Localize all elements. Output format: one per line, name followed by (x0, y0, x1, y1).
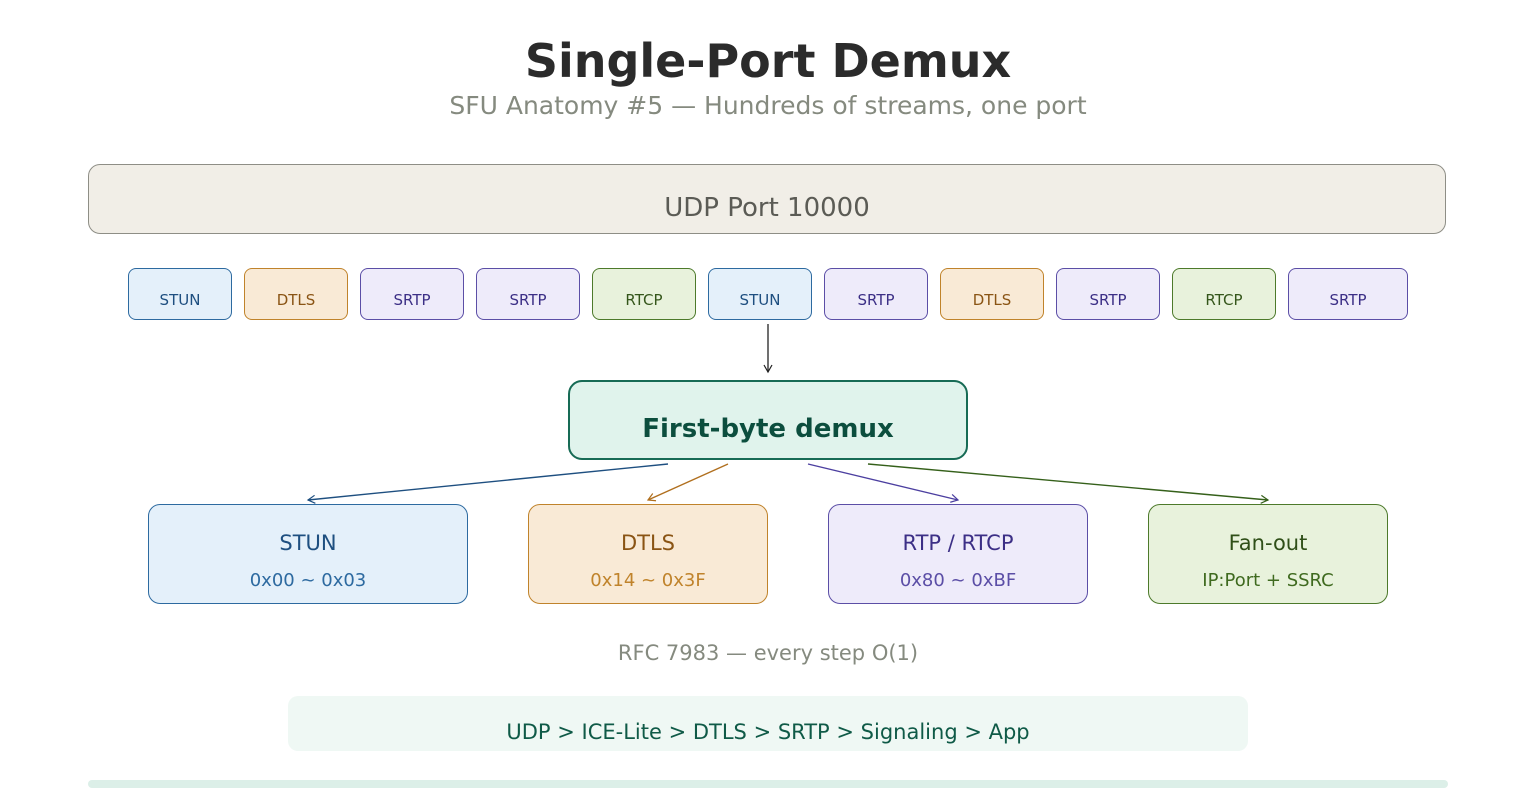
arrow-to-dtls (646, 463, 729, 502)
destination-range: 0x00 ~ 0x03 (249, 570, 367, 591)
fan-out-destination-box: Fan-out IP:Port + SSRC (1148, 504, 1388, 604)
page-subtitle: SFU Anatomy #5 — Hundreds of streams, on… (449, 91, 1087, 120)
first-byte-demux-box: First-byte demux (568, 380, 968, 460)
arrow-to-stun (306, 463, 669, 504)
packet-chip: RTCP (592, 268, 696, 320)
destination-range: 0x14 ~ 0x3F (590, 570, 706, 591)
packet-chip: STUN (128, 268, 232, 320)
destination-range: IP:Port + SSRC (1202, 570, 1334, 591)
demux-label: First-byte demux (642, 414, 894, 444)
packet-chip: SRTP (360, 268, 464, 320)
bottom-divider (88, 780, 1448, 788)
packet-chip: SRTP (1288, 268, 1408, 320)
destination-name: STUN (279, 531, 337, 555)
packet-chip: SRTP (476, 268, 580, 320)
udp-port-box: UDP Port 10000 (88, 164, 1446, 234)
packet-chip: DTLS (244, 268, 348, 320)
rtp-rtcp-destination-box: RTP / RTCP 0x80 ~ 0xBF (828, 504, 1088, 604)
protocol-stack-label: UDP > ICE-Lite > DTLS > SRTP > Signaling… (506, 720, 1030, 744)
protocol-stack-box: UDP > ICE-Lite > DTLS > SRTP > Signaling… (288, 696, 1248, 751)
arrow-to-rtp (807, 463, 960, 503)
udp-port-label: UDP Port 10000 (664, 193, 870, 223)
arrow-to-fanout (867, 463, 1270, 504)
page-title: Single-Port Demux (524, 34, 1012, 88)
destination-name: RTP / RTCP (902, 531, 1014, 555)
dtls-destination-box: DTLS 0x14 ~ 0x3F (528, 504, 768, 604)
packet-chip: RTCP (1172, 268, 1276, 320)
packet-chip: SRTP (824, 268, 928, 320)
packet-chip: STUN (708, 268, 812, 320)
destination-name: DTLS (620, 531, 676, 555)
destination-name: Fan-out (1228, 531, 1308, 555)
packet-chip: DTLS (940, 268, 1044, 320)
packet-chip: SRTP (1056, 268, 1160, 320)
destination-range: 0x80 ~ 0xBF (899, 570, 1017, 591)
rfc-note: RFC 7983 — every step O(1) (617, 641, 919, 665)
stun-destination-box: STUN 0x00 ~ 0x03 (148, 504, 468, 604)
